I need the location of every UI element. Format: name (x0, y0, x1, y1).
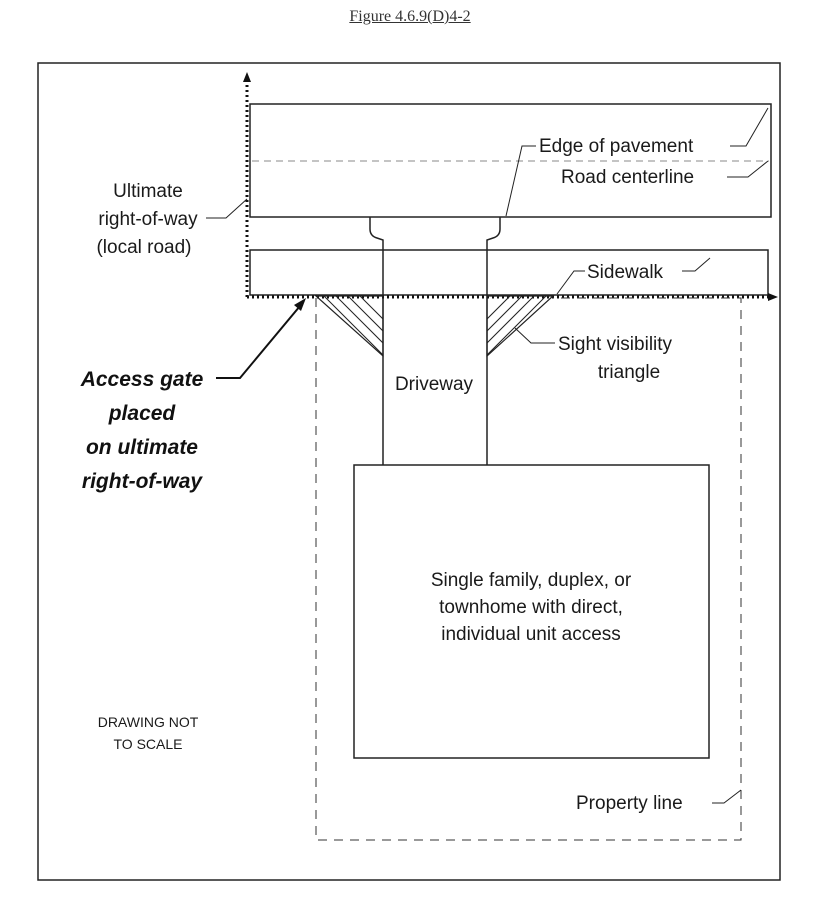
label-sidewalk: Sidewalk (587, 262, 664, 283)
label-building-1: Single family, duplex, or (431, 570, 632, 591)
label-road-centerline: Road centerline (561, 167, 694, 188)
label-ultimate-row-1: Ultimate (113, 181, 183, 202)
label-scale-1: DRAWING NOT (98, 714, 199, 730)
label-property-line: Property line (576, 793, 683, 814)
label-ultimate-row-2: right-of-way (98, 209, 198, 230)
access-gate-arrowhead (294, 298, 306, 311)
label-access-gate-2: placed (108, 402, 177, 425)
figure-title: Figure 4.6.9(D)4-2 (349, 8, 471, 25)
sight-triangle-right (486, 295, 555, 358)
leader-sidewalk (556, 257, 711, 295)
label-driveway: Driveway (395, 374, 474, 395)
leader-road-centerline (727, 160, 769, 178)
leader-property-line (712, 789, 742, 804)
driveway-apron (369, 217, 501, 465)
property-line (315, 297, 742, 841)
label-scale-2: TO SCALE (114, 736, 183, 752)
label-access-gate-4: right-of-way (82, 470, 203, 493)
label-building-3: individual unit access (441, 624, 621, 645)
road-pavement (249, 103, 772, 218)
sight-triangle-left (314, 295, 384, 358)
building-footprint (353, 464, 710, 759)
label-ultimate-row-3: (local road) (96, 237, 191, 258)
row-vertical-arrowhead (243, 72, 251, 82)
leader-sight-triangle (514, 327, 555, 344)
leader-access-gate (216, 305, 301, 379)
leader-edge-of-pavement (505, 107, 769, 217)
label-access-gate-1: Access gate (80, 368, 204, 391)
sidewalk-strip (249, 249, 769, 296)
label-edge-of-pavement: Edge of pavement (539, 136, 694, 157)
label-sight-triangle-2: triangle (598, 362, 660, 383)
label-building-2: townhome with direct, (439, 597, 623, 618)
leader-ultimate-row (206, 198, 248, 219)
label-sight-triangle-1: Sight visibility (558, 334, 673, 355)
row-horizontal-arrowhead (768, 293, 778, 301)
drawing-frame (37, 62, 781, 881)
label-access-gate-3: on ultimate (86, 436, 198, 459)
